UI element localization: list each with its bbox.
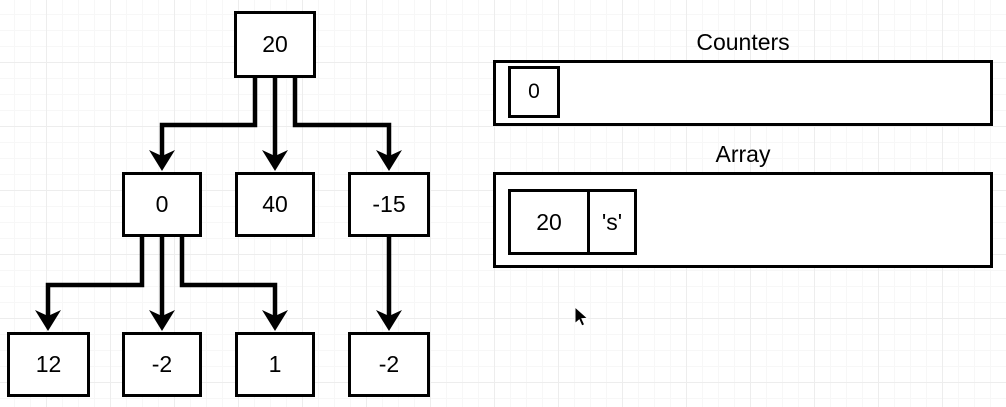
- node-value: 0: [155, 191, 169, 217]
- mouse-cursor-icon: [574, 306, 589, 327]
- tree-node-child-middle[interactable]: 40: [235, 172, 315, 237]
- arrowhead-icon: [376, 310, 402, 331]
- tree-node-child-left[interactable]: 0: [122, 172, 202, 237]
- array-title: Array: [715, 141, 771, 167]
- array-cell-value: 's': [601, 208, 623, 235]
- arrowhead-icon: [262, 310, 288, 331]
- arrowhead-icon: [262, 150, 288, 171]
- node-value: -15: [372, 191, 406, 217]
- edge-0-1[interactable]: [179, 237, 278, 317]
- arrowhead-icon: [149, 310, 175, 331]
- arrowhead-icon: [376, 150, 402, 171]
- counters-title: Counters: [696, 29, 790, 55]
- node-value: -2: [151, 351, 173, 377]
- tree-node-leaf-2[interactable]: -2: [122, 332, 202, 397]
- array-cell-char[interactable]: 's': [587, 189, 637, 255]
- counter-value: 0: [528, 80, 540, 103]
- edge-20-0[interactable]: [159, 78, 258, 157]
- tree-node-leaf-1[interactable]: 12: [7, 332, 90, 397]
- array-cell-value: 20: [536, 208, 562, 235]
- tree-node-leaf-3[interactable]: 1: [235, 332, 315, 397]
- edge-0-12[interactable]: [45, 237, 145, 317]
- tree-node-leaf-4[interactable]: -2: [348, 332, 430, 397]
- arrowhead-icon: [35, 310, 61, 331]
- node-value: 1: [268, 351, 282, 377]
- node-value: 20: [262, 31, 288, 57]
- node-value: 12: [35, 351, 62, 377]
- edge-20--15[interactable]: [292, 78, 392, 157]
- arrowhead-icon: [149, 150, 175, 171]
- node-value: 40: [262, 191, 288, 217]
- tree-node-child-right[interactable]: -15: [348, 172, 430, 237]
- tree-node-root[interactable]: 20: [234, 11, 316, 78]
- counter-cell[interactable]: 0: [508, 66, 560, 118]
- node-value: -2: [378, 351, 400, 377]
- array-cell-key[interactable]: 20: [508, 189, 590, 255]
- counters-container[interactable]: [493, 60, 993, 126]
